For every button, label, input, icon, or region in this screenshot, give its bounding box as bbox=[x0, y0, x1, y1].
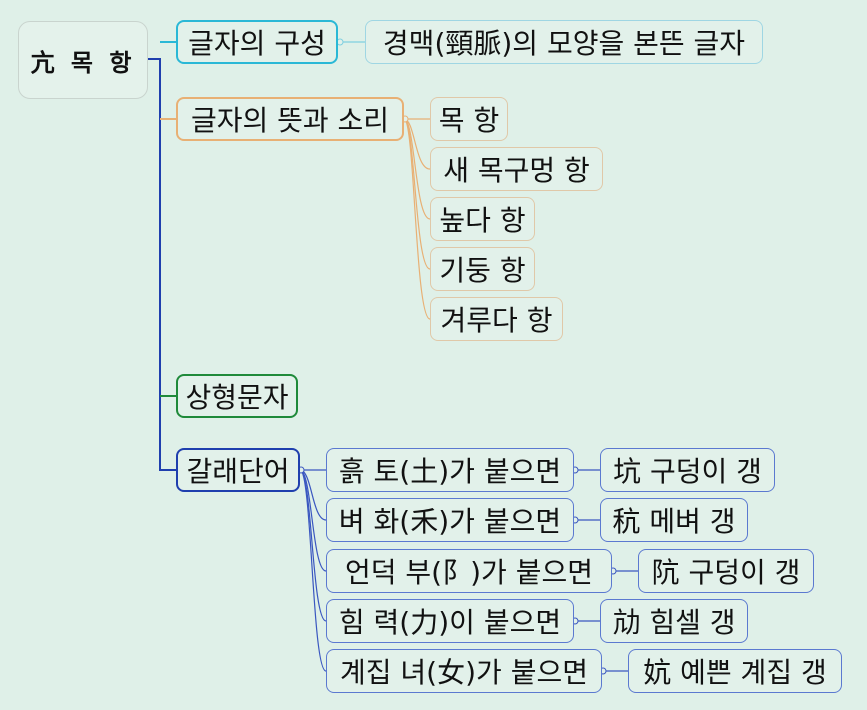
branch-meaning[interactable]: 글자의 뜻과 소리 bbox=[176, 97, 404, 141]
derived-result[interactable]: 坑 구덩이 갱 bbox=[600, 448, 775, 492]
meaning-item[interactable]: 기둥 항 bbox=[430, 247, 535, 291]
root-node[interactable]: 亢 목 항 bbox=[18, 21, 148, 99]
derived-result[interactable]: 阬 구덩이 갱 bbox=[638, 549, 814, 593]
meaning-item[interactable]: 목 항 bbox=[430, 97, 508, 141]
branch-type[interactable]: 상형문자 bbox=[176, 374, 298, 418]
branch-composition[interactable]: 글자의 구성 bbox=[176, 20, 338, 64]
derived-result[interactable]: 秔 메벼 갱 bbox=[600, 498, 748, 542]
branch-derived[interactable]: 갈래단어 bbox=[176, 448, 300, 492]
derived-radical[interactable]: 언덕 부(阝)가 붙으면 bbox=[326, 549, 612, 593]
meaning-item[interactable]: 높다 항 bbox=[430, 197, 535, 241]
trunk-line bbox=[148, 58, 176, 471]
links-meaning-items bbox=[403, 118, 431, 320]
meaning-item[interactable]: 새 목구멍 항 bbox=[430, 147, 603, 191]
derived-radical[interactable]: 계집 녀(女)가 붙으면 bbox=[326, 649, 602, 693]
links-derived-items bbox=[299, 469, 327, 672]
derived-result[interactable]: 妔 예쁜 계집 갱 bbox=[628, 649, 842, 693]
derived-radical[interactable]: 힘 력(力)이 붙으면 bbox=[326, 599, 574, 643]
derived-result[interactable]: 劥 힘셀 갱 bbox=[600, 599, 748, 643]
composition-detail[interactable]: 경맥(頸脈)의 모양을 본뜬 글자 bbox=[365, 20, 763, 64]
meaning-item[interactable]: 겨루다 항 bbox=[430, 297, 563, 341]
derived-radical[interactable]: 벼 화(禾)가 붙으면 bbox=[326, 498, 574, 542]
derived-radical[interactable]: 흙 토(土)가 붙으면 bbox=[326, 448, 574, 492]
